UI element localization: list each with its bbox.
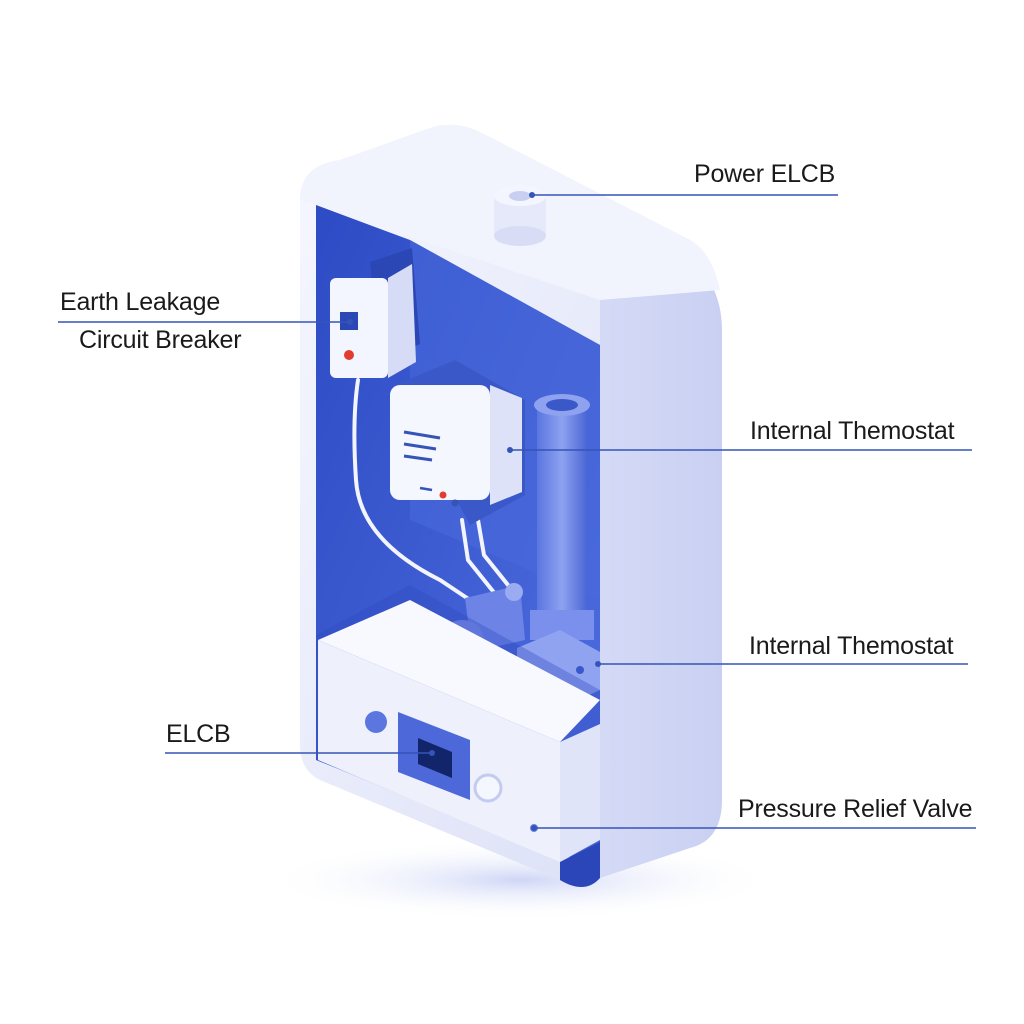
label-pressure-relief-valve: Pressure Relief Valve <box>738 795 973 823</box>
top-outlet-icon <box>494 186 546 246</box>
circuit-breaker-icon <box>330 248 420 378</box>
panel-button-left <box>365 711 387 733</box>
label-internal-thermostat-upper: Internal Themostat <box>750 417 955 445</box>
front-panel-side <box>560 724 600 862</box>
label-power-elcb: Power ELCB <box>694 160 836 188</box>
label-elcb: ELCB <box>166 720 231 748</box>
panel-dial <box>473 773 503 803</box>
pipe-icon <box>517 394 600 708</box>
label-earth-leakage-line2: Circuit Breaker <box>79 326 242 354</box>
thermostat-box-icon <box>390 360 525 525</box>
wiring <box>352 378 518 602</box>
display-screen-icon <box>398 712 470 800</box>
label-earth-leakage-line1: Earth Leakage <box>60 288 221 316</box>
housing-side <box>430 128 722 878</box>
base-lip <box>560 842 600 888</box>
label-internal-thermostat-lower: Internal Themostat <box>749 632 954 660</box>
front-panel-top <box>318 600 600 742</box>
leader-dots <box>347 192 601 831</box>
leader-lines <box>58 194 976 829</box>
